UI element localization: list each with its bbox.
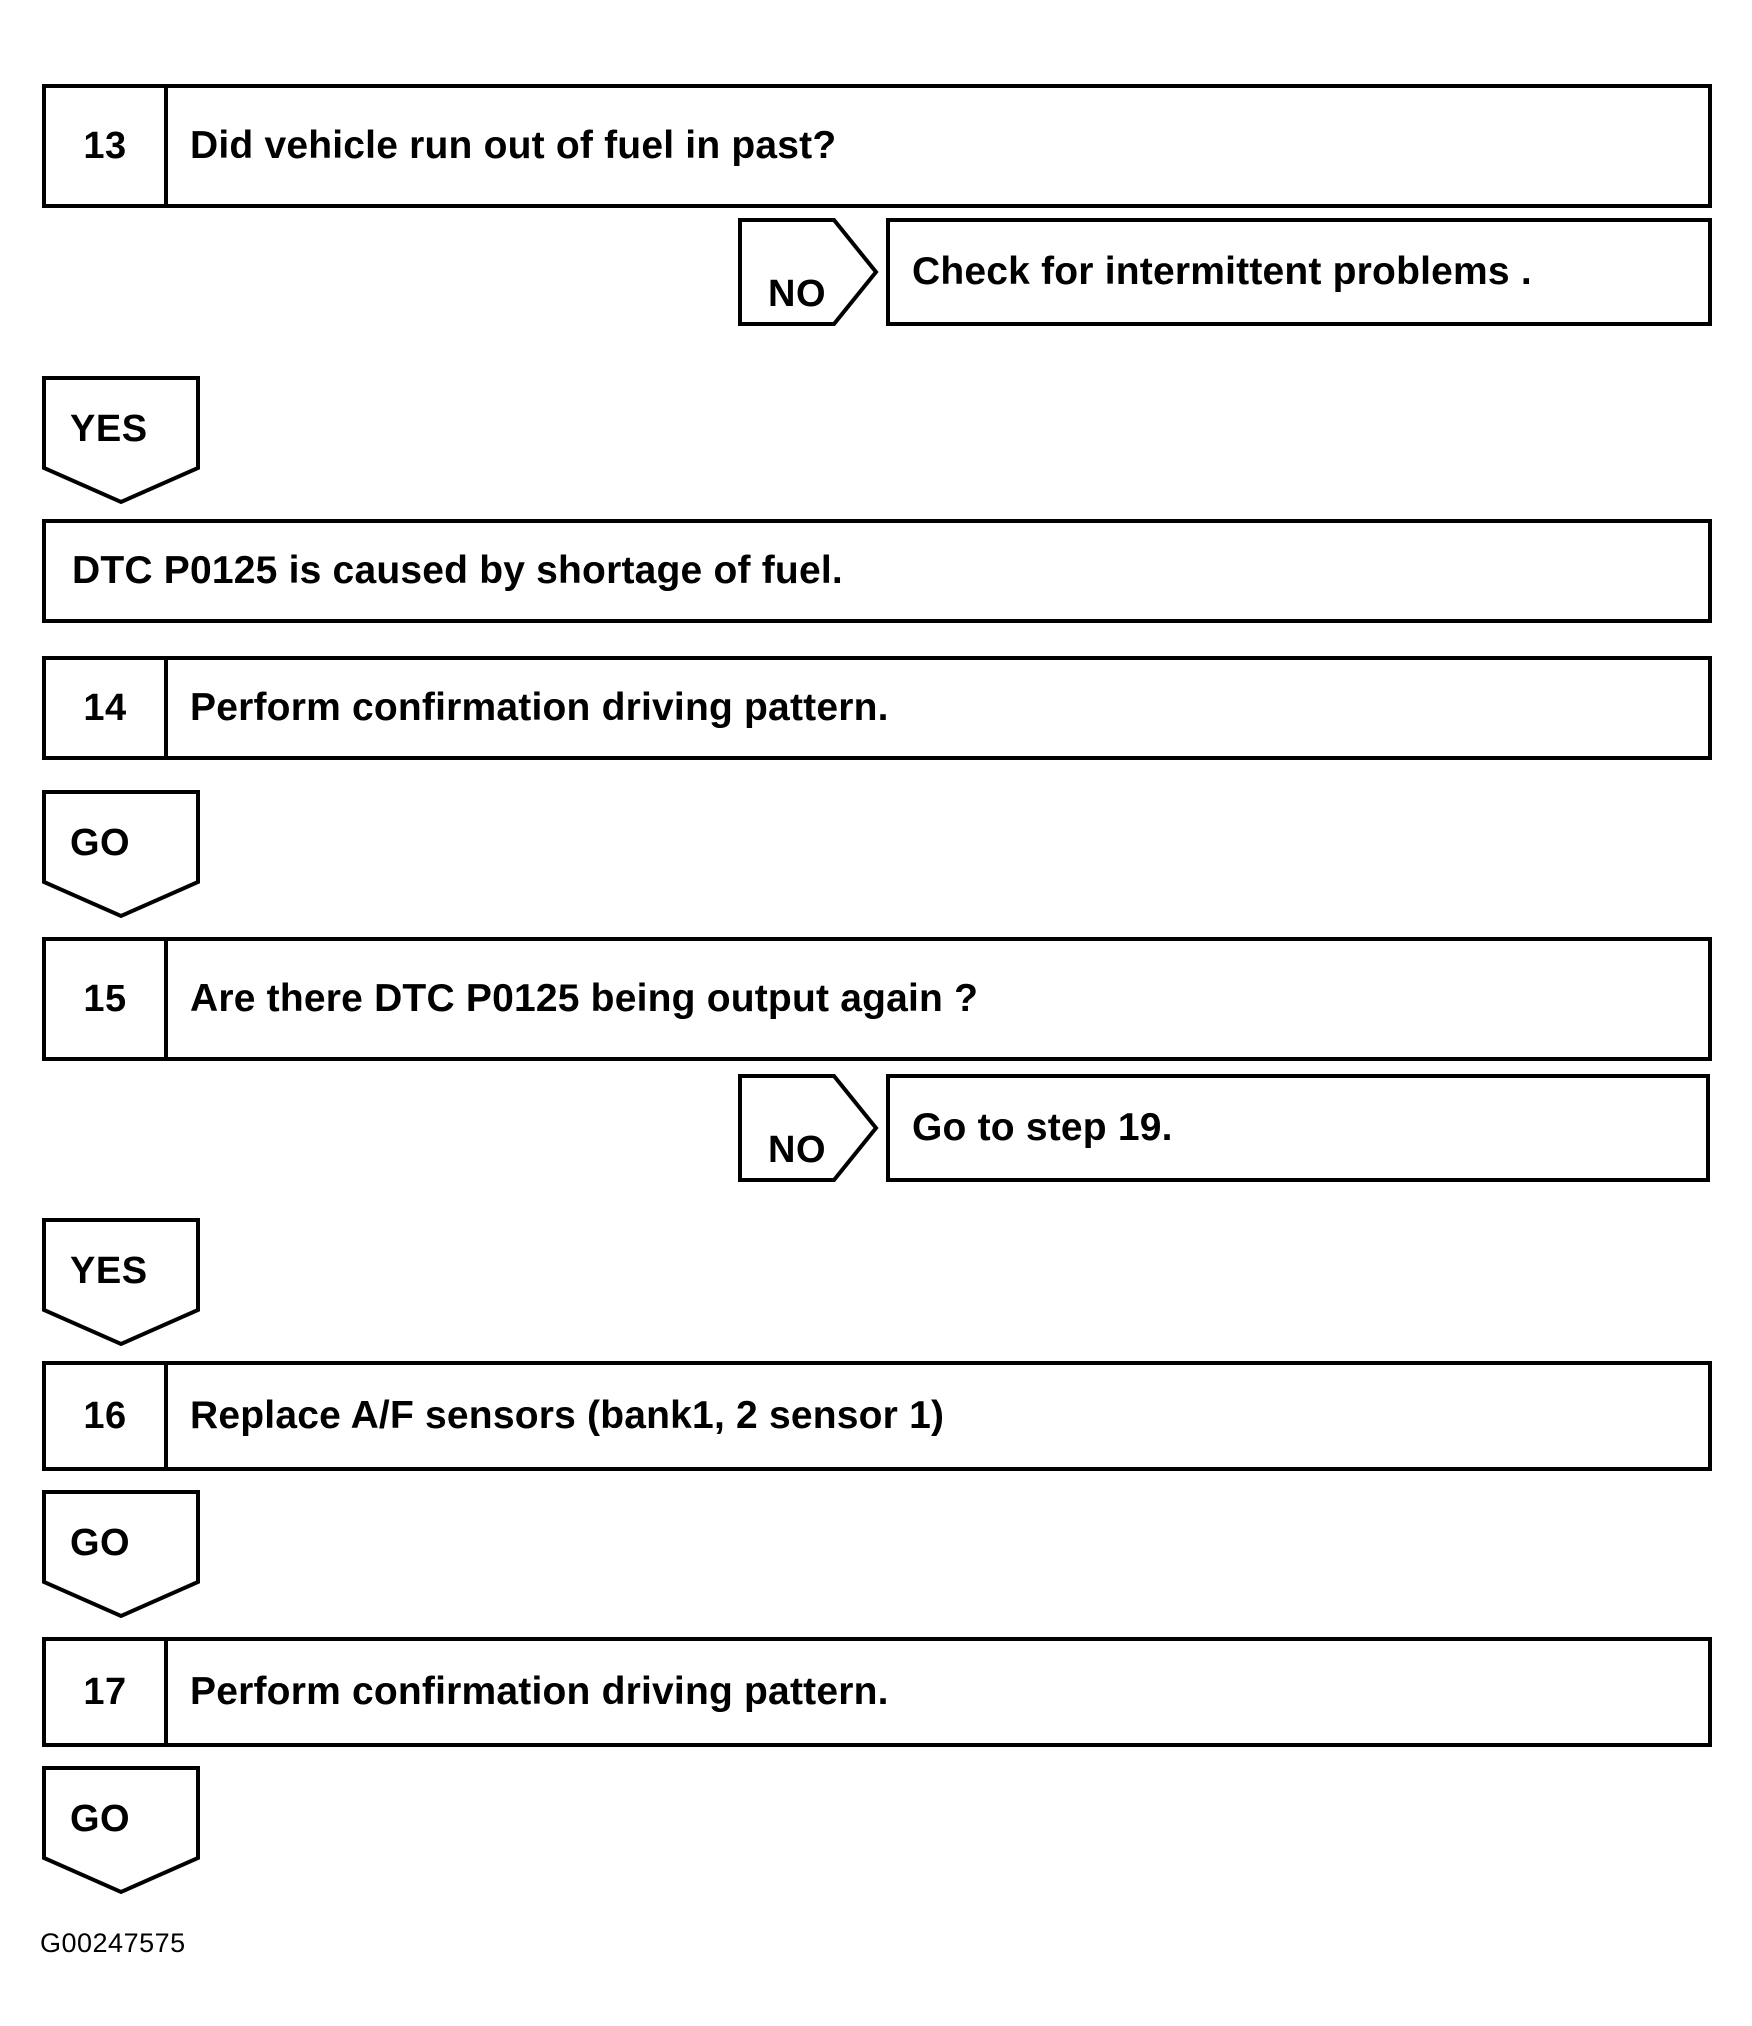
step-box-14[interactable]: 14 Perform confirmation driving pattern. [42,656,1712,760]
connector-pentagon-go-1[interactable]: GO [42,790,200,919]
step-box-13[interactable]: 13 Did vehicle run out of fuel in past? [42,84,1712,208]
action-box-check-intermittent[interactable]: Check for intermittent problems . [886,218,1712,326]
step-number-14: 14 [46,660,168,756]
step-text-16: Replace A/F sensors (bank1, 2 sensor 1) [190,1394,945,1437]
branch-pentagon-no-2[interactable]: NO [738,1074,879,1182]
step-text-17: Perform confirmation driving pattern. [190,1670,889,1713]
branch-pentagon-no-1[interactable]: NO [738,218,879,326]
step-box-17[interactable]: 17 Perform confirmation driving pattern. [42,1637,1712,1747]
step-number-13: 13 [46,88,168,204]
action-box-go-to-step-19[interactable]: Go to step 19. [886,1074,1710,1182]
connector-pentagon-go-3[interactable]: GO [42,1766,200,1895]
step-text-14: Perform confirmation driving pattern. [190,686,889,729]
step-box-16[interactable]: 16 Replace A/F sensors (bank1, 2 sensor … [42,1361,1712,1471]
step-number-17: 17 [46,1641,168,1743]
step-text-15: Are there DTC P0125 being output again ? [190,977,979,1020]
connector-pentagon-yes-1[interactable]: YES [42,376,200,505]
step-text-13: Did vehicle run out of fuel in past? [190,124,837,167]
statement-box-dtc-cause[interactable]: DTC P0125 is caused by shortage of fuel. [42,519,1712,623]
connector-pentagon-yes-2[interactable]: YES [42,1218,200,1347]
step-number-16: 16 [46,1365,168,1467]
step-number-15: 15 [46,941,168,1057]
connector-pentagon-go-2[interactable]: GO [42,1490,200,1619]
figure-id-label: G00247575 [40,1928,186,1958]
step-box-15[interactable]: 15 Are there DTC P0125 being output agai… [42,937,1712,1061]
